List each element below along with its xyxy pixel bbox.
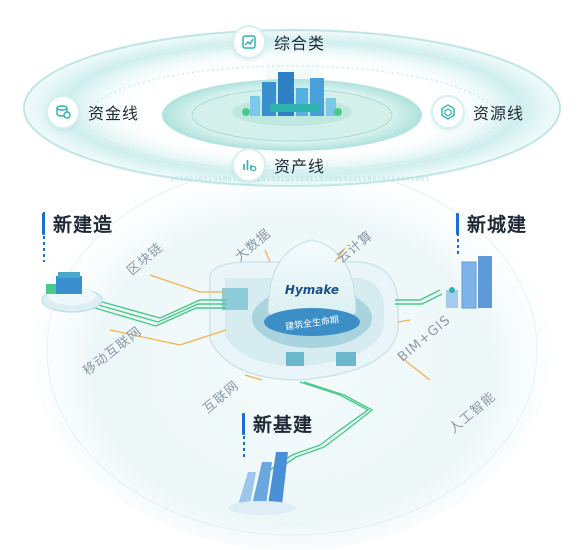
region-marker [42,212,45,235]
chart-icon [234,27,264,57]
ring-label-south[interactable]: 资产线 [234,150,325,180]
network-lines-green [94,289,443,473]
network-lines-orange [109,247,431,381]
region-marker [456,212,459,235]
ring-label-south-text: 资产线 [274,157,326,176]
city-buildings-illustration [242,72,342,116]
ring-label-north-text: 综合类 [274,34,326,53]
hexagon-cube-icon [433,97,463,127]
hub-brand: Hymake [284,283,340,297]
new-infrastructure-towers [228,418,296,515]
region-new-construction-text: 新建造 [53,214,114,236]
ring-label-east-text: 资源线 [473,104,525,123]
region-new-city[interactable]: 新城建 [456,210,527,237]
region-new-construction[interactable]: 新建造 [42,210,113,237]
new-city-buildings [446,215,492,309]
region-new-city-text: 新城建 [467,214,528,236]
binary-text: 1010010110100101011010010110011010010101… [170,176,430,183]
bar-chart-gear-icon [234,150,264,180]
ring-label-west[interactable]: 资金线 [48,97,139,127]
region-new-infrastructure[interactable]: 新基建 [242,410,313,437]
region-marker [242,412,245,435]
region-new-infrastructure-text: 新基建 [253,414,314,436]
ring-label-east[interactable]: 资源线 [433,97,524,127]
coin-stack-icon [48,97,78,127]
hub-structure [209,239,399,381]
ring-label-north[interactable]: 综合类 [234,27,325,57]
ring-label-west-text: 资金线 [88,104,140,123]
